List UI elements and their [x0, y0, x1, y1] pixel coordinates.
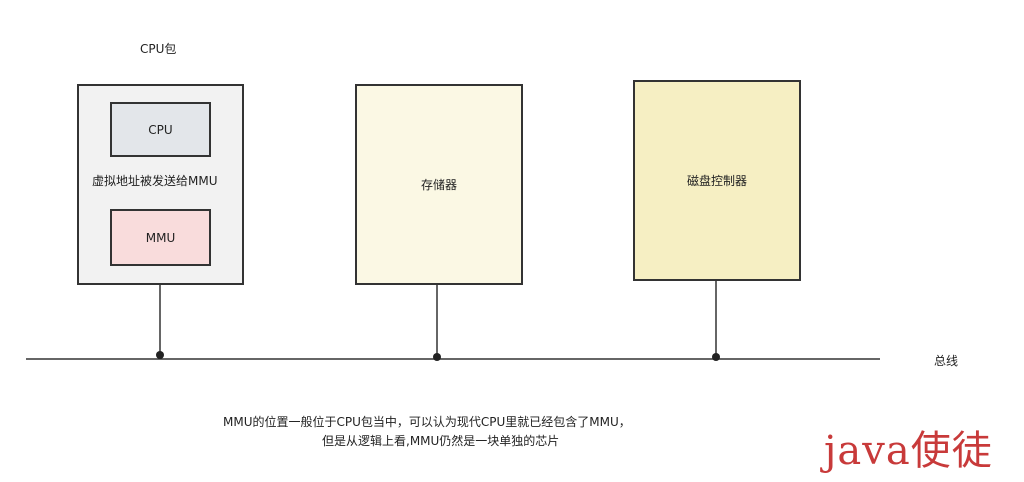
caption-line-2: 但是从逻辑上看,MMU仍然是一块单独的芯片 [322, 434, 560, 448]
arrow-label: 虚拟地址被发送给MMU [91, 172, 219, 189]
cpu-package-title: CPU包 [140, 42, 177, 56]
disk-controller-box: 磁盘控制器 [633, 80, 801, 281]
bus-label: 总线 [934, 354, 959, 368]
watermark: java使徒 [824, 428, 993, 474]
mmu-box: MMU [110, 209, 211, 266]
disk-bus-junction [712, 353, 720, 361]
cpu-box: CPU [110, 102, 211, 157]
memory-box: 存储器 [355, 84, 523, 285]
memory-label: 存储器 [420, 178, 457, 192]
memory-bus-junction [433, 353, 441, 361]
mmu-label: MMU [145, 230, 176, 245]
caption-line-1: MMU的位置一般位于CPU包当中，可以认为现代CPU里就已经包含了MMU， [223, 415, 631, 429]
disk-controller-label: 磁盘控制器 [686, 174, 747, 188]
cpu-label: CPU [148, 122, 173, 137]
mmu-bus-junction [156, 351, 164, 359]
